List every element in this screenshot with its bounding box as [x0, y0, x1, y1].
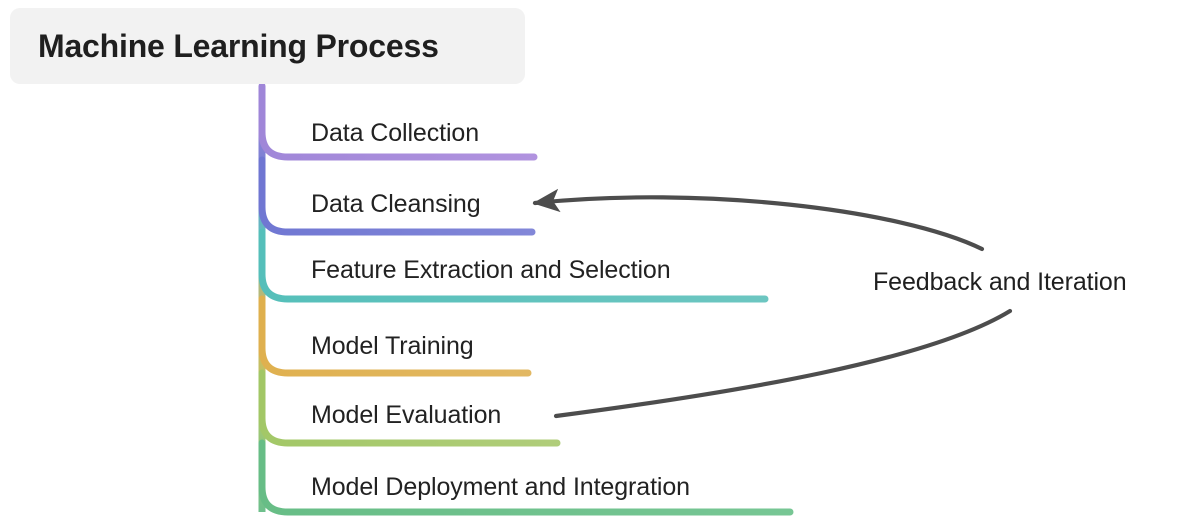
- node-label-model-deployment-and-integration[interactable]: Model Deployment and Integration: [311, 473, 690, 501]
- branch-curve-feature-extraction-and-selection: [258, 228, 769, 303]
- feedback-and-iteration-label[interactable]: Feedback and Iteration: [873, 268, 1127, 296]
- branch-curve-model-deployment-and-integration: [258, 439, 794, 516]
- node-label-model-training[interactable]: Model Training: [311, 332, 474, 360]
- feedback-arrow-lower: [553, 308, 1013, 419]
- node-label-data-cleansing[interactable]: Data Cleansing: [311, 190, 481, 218]
- node-label-data-collection[interactable]: Data Collection: [311, 119, 480, 147]
- branch-curve-model-training: [258, 295, 532, 377]
- feedback-arrow-upper: [532, 188, 985, 252]
- branch-curve-model-evaluation: [258, 369, 561, 447]
- branch-curve-data-cleansing: [258, 156, 536, 236]
- page-title: Machine Learning Process: [38, 27, 439, 64]
- node-label-feature-extraction-and-selection[interactable]: Feature Extraction and Selection: [311, 256, 671, 284]
- node-label-model-evaluation[interactable]: Model Evaluation: [311, 401, 502, 429]
- branch-curve-data-collection: [258, 82, 538, 161]
- title-box: [10, 8, 525, 84]
